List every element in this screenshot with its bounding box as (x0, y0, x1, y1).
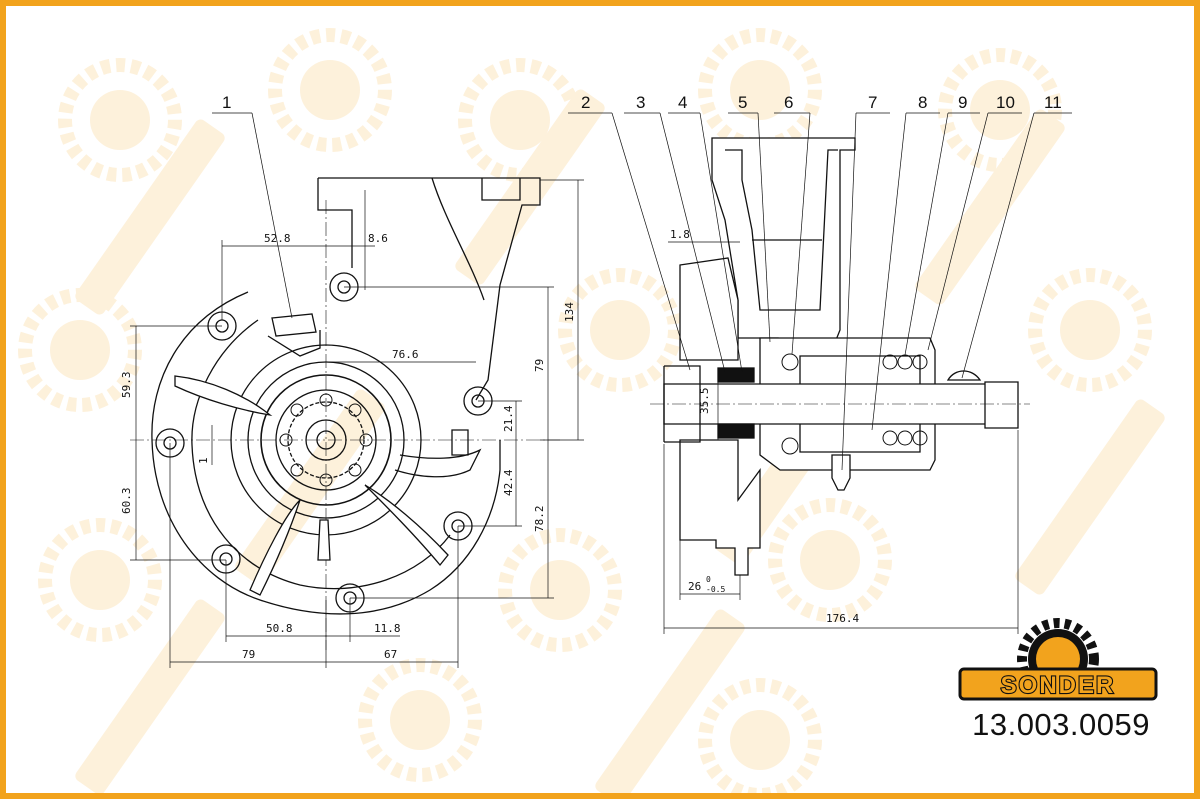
sonder-logo: SONDER (958, 618, 1158, 701)
bearing-balls (279, 393, 373, 487)
dim-50-8: 50.8 (266, 622, 293, 635)
shaft-bore (305, 419, 347, 461)
vane (249, 499, 301, 596)
watermark-gear (498, 528, 622, 652)
centerlines (130, 200, 560, 650)
dim-79-right: 79 (533, 359, 546, 372)
dim-176-4: 176.4 (826, 612, 859, 625)
rib (394, 448, 482, 478)
watermark-gear (698, 28, 822, 152)
sensor-part-1 (267, 313, 321, 357)
hub-bearing (287, 401, 365, 479)
watermark-gear (458, 58, 582, 182)
dim-76-6: 76.6 (392, 348, 419, 361)
side-dimension-texts: 2 3 4 5 6 7 8 9 10 11 1.8 35.5 26 0 -0.5… (581, 93, 1062, 625)
shaft-end (984, 381, 1019, 429)
front-view (130, 177, 560, 650)
outlet-flange (481, 178, 521, 201)
watermark-gear (768, 498, 892, 622)
vane (174, 375, 273, 417)
watermark-gear (268, 28, 392, 152)
watermark-gear (558, 268, 682, 392)
callout-7: 7 (868, 93, 877, 112)
bearings (781, 353, 928, 455)
technical-drawing: 52.8 8.6 76.6 59.3 60.3 1 134 79 21.4 42… (18, 28, 1165, 793)
dim-21-4: 21.4 (502, 405, 515, 432)
hub-outer (260, 374, 392, 506)
watermark-band (455, 89, 605, 285)
dim-35-5: 35.5 (698, 388, 711, 415)
watermark-gear (698, 678, 822, 793)
side-view (650, 137, 1030, 576)
callout-3: 3 (636, 93, 645, 112)
watermark-gear (358, 658, 482, 782)
logo-text: SONDER (1001, 672, 1116, 699)
seal (717, 423, 755, 439)
callout-6: 6 (784, 93, 793, 112)
callout-10: 10 (996, 93, 1015, 112)
dim-26-lower-tol: -0.5 (706, 585, 725, 594)
callout-5: 5 (738, 93, 747, 112)
callout-2: 2 (581, 93, 590, 112)
watermark-gear (1028, 268, 1152, 392)
watermark-band (75, 599, 225, 793)
front-dimension-texts: 52.8 8.6 76.6 59.3 60.3 1 134 79 21.4 42… (120, 93, 576, 661)
watermark-band (915, 109, 1065, 305)
watermark-band (1015, 399, 1165, 595)
outer-flange (151, 291, 501, 615)
dim-1-8: 1.8 (670, 228, 690, 241)
dim-79-bottom: 79 (242, 648, 255, 661)
impeller-disk-lower (679, 439, 761, 576)
seal (717, 367, 755, 383)
watermark-gear (38, 518, 162, 642)
vane (364, 484, 449, 567)
watermark-gear (18, 288, 142, 412)
dim-42-4: 42.4 (502, 469, 515, 496)
key-part-11 (946, 370, 982, 381)
front-dimension-lines (130, 112, 584, 668)
bolt-part-7 (831, 454, 851, 491)
dim-59-3: 59.3 (120, 372, 133, 399)
boss (451, 429, 469, 456)
callout-9: 9 (958, 93, 967, 112)
housing-inner (725, 149, 838, 311)
callout-1: 1 (222, 93, 231, 112)
dim-134: 134 (563, 302, 576, 322)
dim-67: 67 (384, 648, 397, 661)
shaft (316, 430, 336, 450)
dim-78-2: 78.2 (533, 506, 546, 533)
dim-26-upper-tol: 0 (706, 575, 711, 584)
logo-band (958, 667, 1158, 701)
vane (317, 519, 331, 561)
watermark-band (595, 609, 745, 793)
dim-8-6: 8.6 (368, 232, 388, 245)
dim-11-8: 11.8 (374, 622, 401, 635)
dim-52-8: 52.8 (264, 232, 291, 245)
side-dimension-lines (568, 112, 1072, 634)
callout-8: 8 (918, 93, 927, 112)
callout-11: 11 (1044, 93, 1062, 112)
part-number: 13.003.0059 (972, 707, 1150, 742)
hub-middle (275, 389, 377, 491)
dim-26: 26 (688, 580, 701, 593)
watermark-gear (58, 58, 182, 182)
dim-60-3: 60.3 (120, 488, 133, 515)
dim-1: 1 (197, 457, 210, 464)
watermark-band (75, 119, 225, 315)
callout-4: 4 (678, 93, 687, 112)
